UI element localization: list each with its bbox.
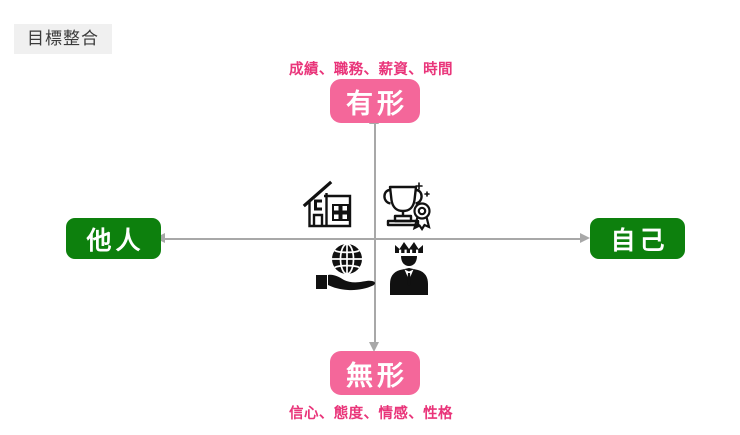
bottom-axis-caption: 信心、態度、情感、性格 <box>289 406 453 422</box>
page-title: 目標整合 <box>14 24 112 54</box>
arrow-right-icon <box>580 233 590 243</box>
house-icon <box>302 180 352 228</box>
horizontal-axis-line <box>163 238 586 240</box>
crowned-person-icon <box>390 242 428 295</box>
trophy-award-icon <box>383 182 431 231</box>
pole-label-others: 他人 <box>66 218 161 259</box>
pole-label-tangible: 有形 <box>330 79 420 123</box>
arrow-down-icon <box>369 342 379 352</box>
hand-holding-globe-icon <box>316 243 376 291</box>
pole-label-self: 自己 <box>590 218 685 259</box>
pole-label-intangible: 無形 <box>330 351 420 395</box>
vertical-axis-line <box>374 122 376 344</box>
top-axis-caption: 成績、職務、薪資、時間 <box>289 62 453 78</box>
